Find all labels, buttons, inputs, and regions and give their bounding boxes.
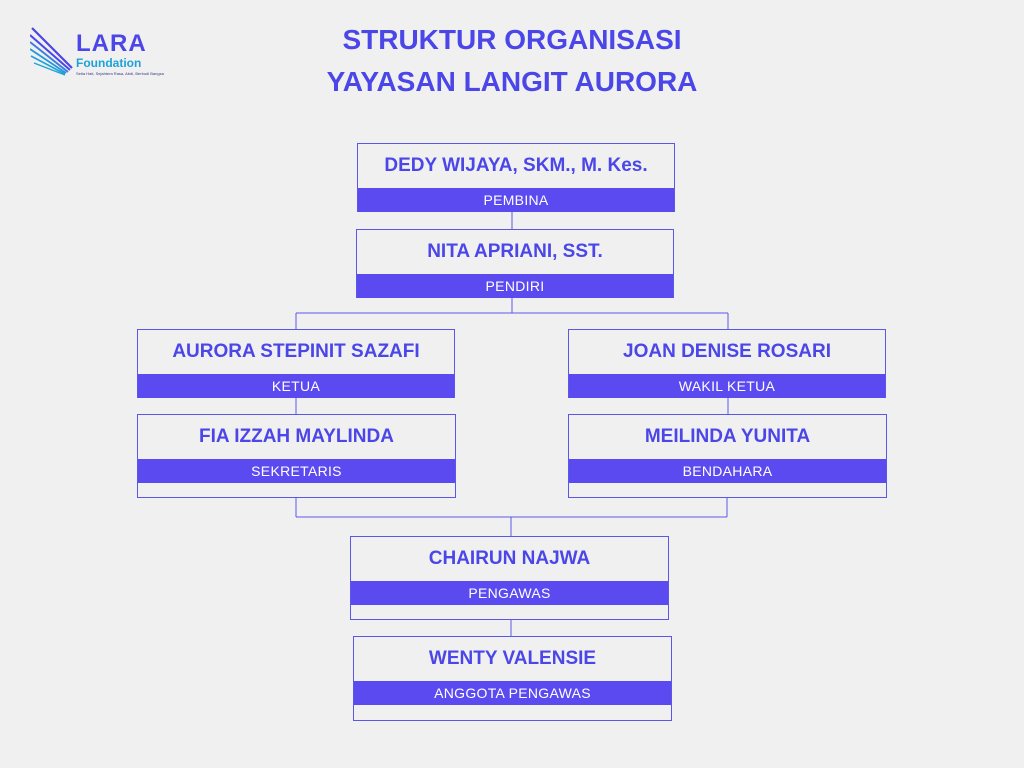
node-bendahara: MEILINDA YUNITA BENDAHARA xyxy=(568,414,887,498)
node-role: ANGGOTA PENGAWAS xyxy=(354,681,671,705)
node-name: DEDY WIJAYA, SKM., M. Kes. xyxy=(384,155,648,176)
logo-tagline: Setia Hati, Sejahtera Rasa, Abdi, Berbud… xyxy=(76,71,164,76)
page-title-line1: STRUKTUR ORGANISASI xyxy=(342,24,682,55)
node-role: BENDAHARA xyxy=(569,459,886,483)
node-role: PENGAWAS xyxy=(351,581,668,605)
node-name: AURORA STEPINIT SAZAFI xyxy=(172,341,420,362)
node-name: NITA APRIANI, SST. xyxy=(427,241,603,262)
node-pendiri: NITA APRIANI, SST. PENDIRI xyxy=(356,229,674,298)
logo-name: LARA xyxy=(76,30,147,57)
node-anggota-pengawas: WENTY VALENSIE ANGGOTA PENGAWAS xyxy=(353,636,672,721)
logo: LARA Foundation Setia Hati, Sejahtera Ra… xyxy=(30,26,165,80)
page-title-line2: YAYASAN LANGIT AURORA xyxy=(326,66,698,97)
logo-subname: Foundation xyxy=(76,56,142,70)
node-role: PEMBINA xyxy=(358,188,674,212)
node-name: MEILINDA YUNITA xyxy=(644,426,811,447)
node-wakil-ketua: JOAN DENISE ROSARI WAKIL KETUA xyxy=(568,329,886,398)
wing-icon xyxy=(30,27,73,76)
node-name: WENTY VALENSIE xyxy=(428,648,597,669)
node-sekretaris: FIA IZZAH MAYLINDA SEKRETARIS xyxy=(137,414,456,498)
node-name: JOAN DENISE ROSARI xyxy=(623,341,831,362)
node-role: WAKIL KETUA xyxy=(569,374,885,398)
node-pengawas: CHAIRUN NAJWA PENGAWAS xyxy=(350,536,669,620)
node-name: FIA IZZAH MAYLINDA xyxy=(199,426,394,447)
node-role: SEKRETARIS xyxy=(138,459,455,483)
node-name: CHAIRUN NAJWA xyxy=(428,548,591,569)
node-role: PENDIRI xyxy=(357,274,673,298)
node-role: KETUA xyxy=(138,374,454,398)
node-pembina: DEDY WIJAYA, SKM., M. Kes. PEMBINA xyxy=(357,143,675,212)
node-ketua: AURORA STEPINIT SAZAFI KETUA xyxy=(137,329,455,398)
